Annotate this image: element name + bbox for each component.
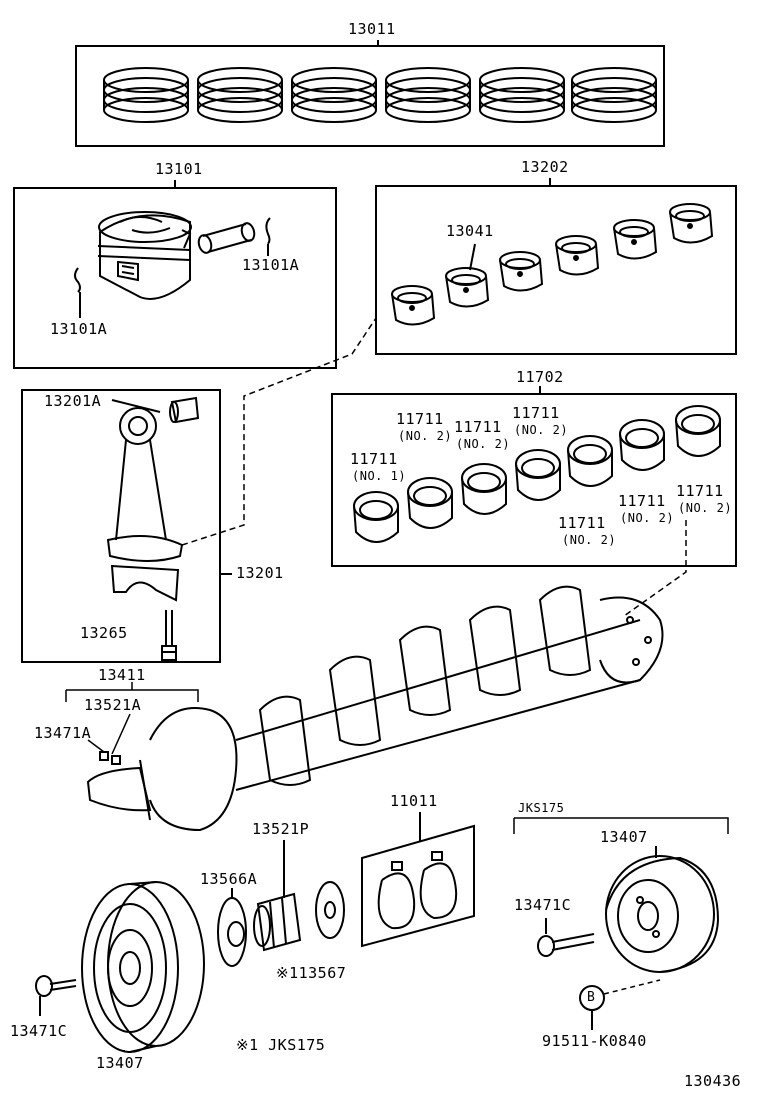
label-main-bearing-c: 11711 (512, 404, 560, 422)
piston-ring-set-3-icon (291, 67, 377, 123)
label-pulley-bolt-left: 13471C (10, 1022, 68, 1040)
main-bearing-shell-4-icon (515, 449, 561, 501)
piston-icon (97, 211, 192, 300)
variant-bracket (513, 817, 729, 834)
label-rod-bushing: 13201A (44, 392, 102, 410)
label-main-bearing-a: 11711 (396, 410, 444, 428)
rod-bearing-shell-2-icon (445, 267, 490, 308)
label-main-bearing-d: 11711 (558, 514, 606, 532)
pulley-bolt-icon-right (537, 933, 595, 957)
label-main-bearing-set: 11702 (516, 368, 564, 386)
snap-ring-icon (265, 217, 271, 245)
label-main-bearing-b-sub: (NO. 2) (456, 437, 511, 451)
washer-a-icon (217, 897, 247, 967)
label-pulley-right: 13407 (600, 828, 648, 846)
label-main-bearing-f: 11711 (676, 482, 724, 500)
label-rod-bearing: 13041 (446, 222, 494, 240)
thrust-washer-icon (377, 851, 458, 930)
label-main-bearing-e-sub: (NO. 2) (620, 511, 675, 525)
variant-header: JKS175 (518, 801, 565, 815)
main-bearing-shell-2-icon (407, 477, 453, 529)
rod-bearing-shell-6-icon (669, 203, 714, 244)
rod-bearing-shell-4-icon (555, 235, 600, 276)
label-bolt-partno: 91511-K0840 (542, 1032, 647, 1050)
crank-pulley-icon-left (81, 881, 205, 1053)
label-washer-a: 13566A (200, 870, 258, 888)
label-snap-ring-right: 13101A (242, 256, 300, 274)
piston-ring-set-2-icon (197, 67, 283, 123)
label-main-bearing-no1-sub: (NO. 1) (352, 469, 407, 483)
main-bearing-shells-icon (353, 405, 721, 543)
label-main-bearing-e: 11711 (618, 492, 666, 510)
label-rod-bolt: 13265 (80, 624, 128, 642)
piston-ring-set-4-icon (385, 67, 471, 123)
connecting-rod-icon (106, 407, 184, 602)
label-thrust-washer: 11011 (390, 792, 438, 810)
rod-bushing-icon (169, 396, 200, 424)
rod-bearing-box (375, 185, 737, 355)
label-main-bearing-a-sub: (NO. 2) (398, 429, 453, 443)
piston-ring-set-icon (103, 67, 657, 123)
main-bearing-shell-1-icon (353, 491, 399, 543)
label-connecting-rod: 13201 (236, 564, 284, 582)
label-main-bearing-no1: 11711 (350, 450, 398, 468)
crank-pin-icon (99, 751, 121, 765)
connecting-rod-box (21, 389, 221, 663)
rod-bearing-shells-icon (391, 203, 714, 326)
piston-ring-set-6-icon (571, 67, 657, 123)
label-crankshaft: 13411 (98, 666, 146, 684)
label-pulley-left: 13407 (96, 1054, 144, 1072)
main-bearing-shell-3-icon (461, 463, 507, 515)
rod-bolt-icon (161, 610, 177, 661)
label-main-bearing-b: 11711 (454, 418, 502, 436)
label-piston-rings: 13011 (348, 20, 396, 38)
washer-b-icon (315, 881, 345, 939)
crankshaft-icon (86, 585, 664, 832)
footnote: ※1 JKS175 (236, 1036, 326, 1054)
label-snap-ring-left: 13101A (50, 320, 108, 338)
label-key: 13471A (34, 724, 92, 742)
piston-pin-icon (197, 222, 256, 254)
piston-ring-set-1-icon (103, 67, 189, 123)
label-washer-b: ※113567 (276, 964, 347, 982)
rod-bearing-shell-5-icon (613, 219, 658, 260)
rod-bearing-shell-1-icon (391, 285, 436, 326)
label-sprocket: 13521P (252, 820, 310, 838)
piston-ring-box (75, 45, 665, 147)
label-main-bearing-f-sub: (NO. 2) (678, 501, 733, 515)
label-piston-set: 13101 (155, 160, 203, 178)
main-bearing-shell-6-icon (619, 419, 665, 471)
label-main-bearing-d-sub: (NO. 2) (562, 533, 617, 547)
label-main-bearing-c-sub: (NO. 2) (514, 423, 569, 437)
rod-bearing-shell-3-icon (499, 251, 544, 292)
main-bearing-box (331, 393, 737, 567)
label-ref-b: B (587, 990, 596, 1005)
sprocket-icon (253, 892, 302, 952)
main-bearing-shell-5-icon (567, 435, 613, 487)
label-pin: 13521A (84, 696, 142, 714)
snap-ring-icon-left (74, 267, 81, 293)
label-pulley-bolt-right: 13471C (514, 896, 572, 914)
piston-ring-set-5-icon (479, 67, 565, 123)
main-bearing-shell-7-icon (675, 405, 721, 457)
crank-pulley-icon-right (605, 855, 720, 973)
thrust-washer-box (361, 824, 475, 948)
pulley-bolt-icon-left (35, 975, 77, 997)
diagram-id: 130436 (684, 1072, 742, 1090)
label-rod-bearing-set: 13202 (521, 158, 569, 176)
